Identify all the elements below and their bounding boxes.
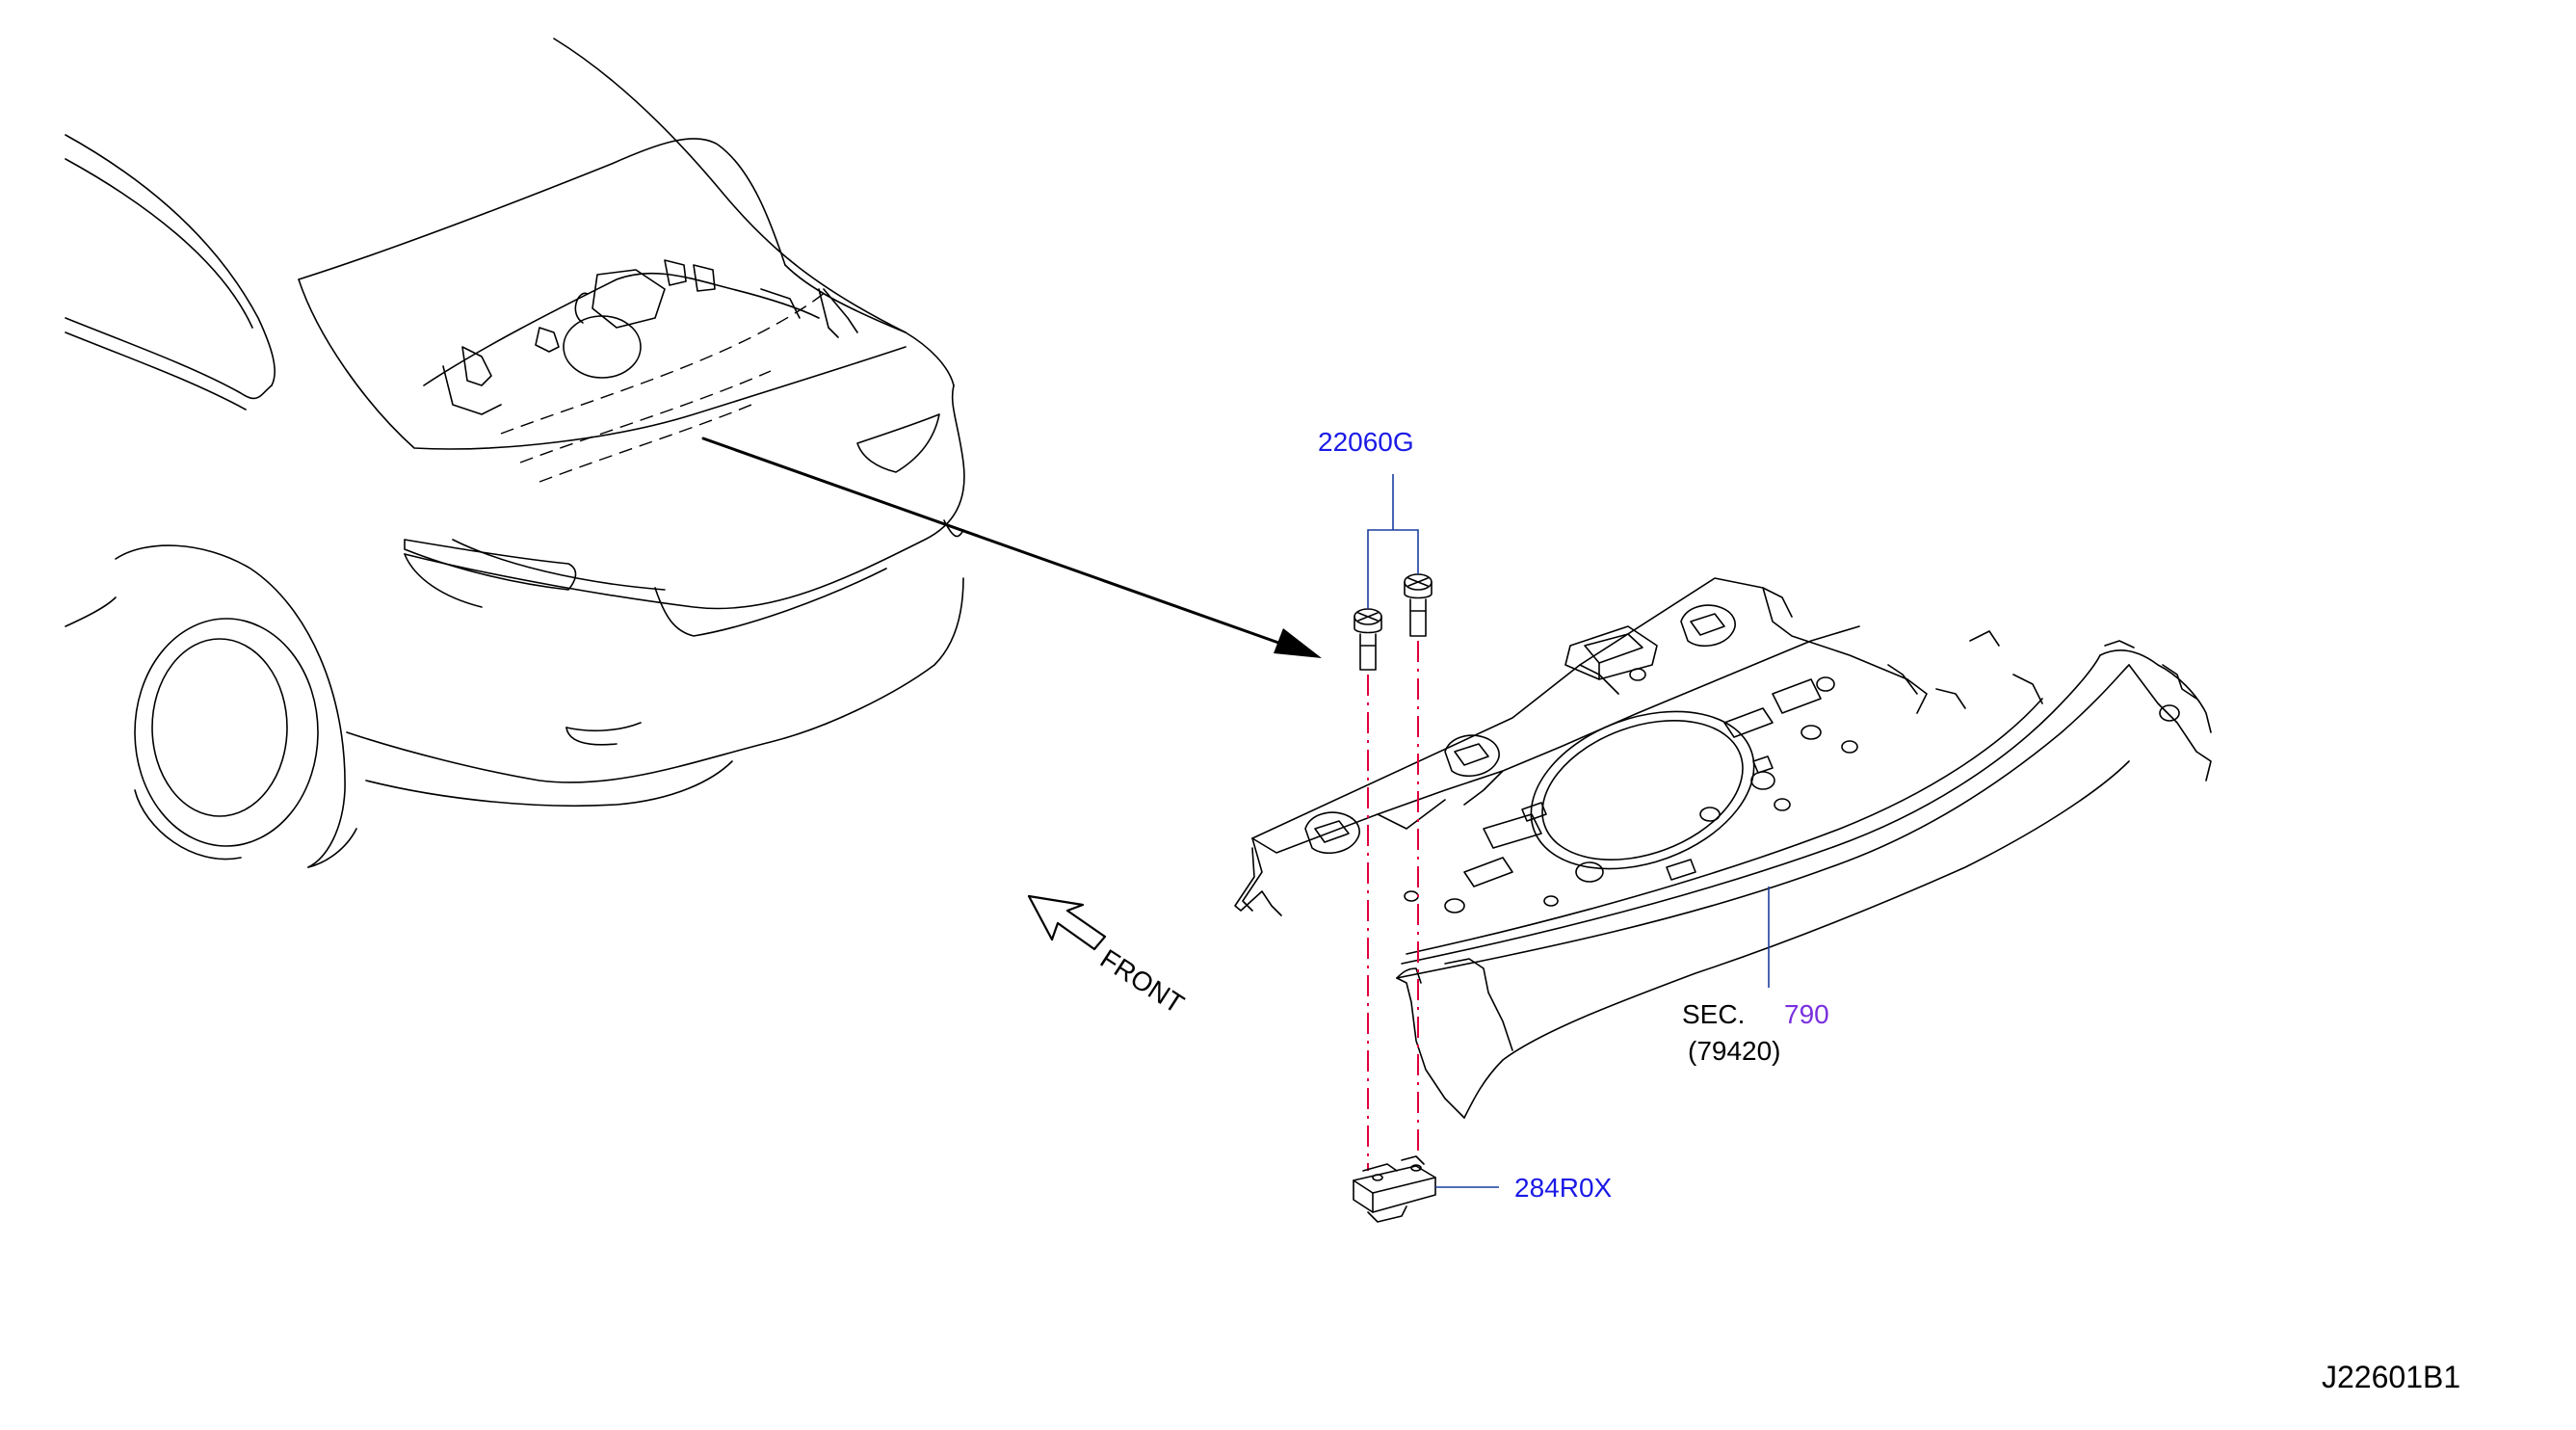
location-arrow bbox=[701, 437, 1322, 658]
part-number-bolt[interactable]: 22060G bbox=[1318, 427, 1414, 457]
assembly-centerlines bbox=[1367, 641, 1419, 1171]
bolt-left bbox=[1354, 608, 1382, 671]
front-arrow-icon bbox=[1027, 894, 1107, 951]
front-label: FRONT bbox=[1095, 943, 1190, 1020]
section-prefix: SEC. bbox=[1682, 999, 1745, 1029]
section-number-link[interactable]: 790 bbox=[1784, 999, 1829, 1029]
part-number-sensor[interactable]: 284R0X bbox=[1514, 1173, 1613, 1203]
bolt-right bbox=[1404, 573, 1433, 637]
vehicle-outline bbox=[65, 38, 965, 868]
bolt-pair bbox=[1354, 474, 1433, 671]
diagram-id: J22601B1 bbox=[2322, 1360, 2460, 1394]
sensor-module bbox=[1353, 1155, 1499, 1223]
rear-parcel-shelf-panel bbox=[1234, 577, 2212, 1119]
section-subref: (79420) bbox=[1688, 1036, 1781, 1066]
